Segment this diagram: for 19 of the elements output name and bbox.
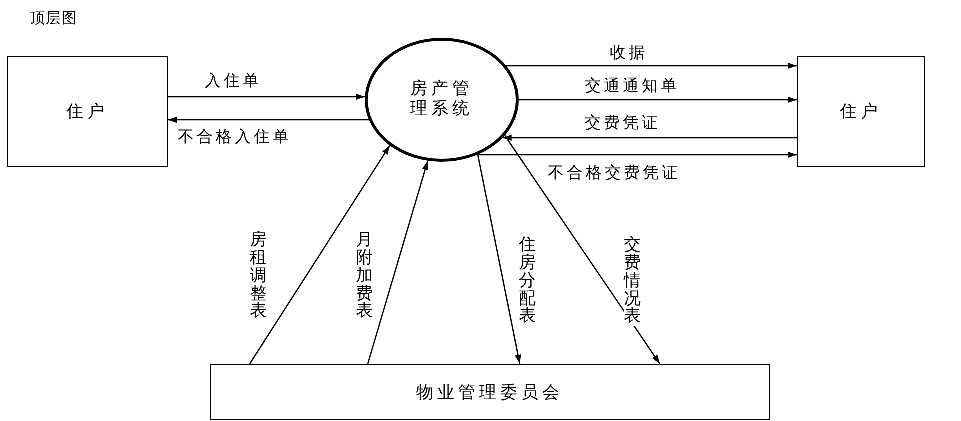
arrow — [168, 94, 366, 100]
edge-label: 住房分配表 — [519, 237, 536, 326]
arrow — [478, 152, 797, 158]
arrow — [367, 160, 429, 364]
entity-box: 住户 — [7, 56, 168, 167]
edge-label: 交费情况表 — [624, 237, 641, 326]
entity-box: 住户 — [797, 56, 925, 167]
arrow — [168, 116, 370, 124]
arrow — [249, 145, 391, 364]
arrow — [519, 96, 797, 104]
entity-box: 物业管理委员会 — [210, 364, 770, 420]
arrow — [477, 154, 522, 364]
process-ellipse: 房产管理系统 — [365, 38, 519, 162]
edge-label: 月附加费表 — [356, 232, 373, 322]
arrow — [504, 135, 661, 364]
title: 顶层图 — [30, 10, 78, 26]
edge-label: 房租调整表 — [250, 232, 267, 322]
arrow — [502, 134, 797, 142]
arrow — [506, 62, 797, 70]
